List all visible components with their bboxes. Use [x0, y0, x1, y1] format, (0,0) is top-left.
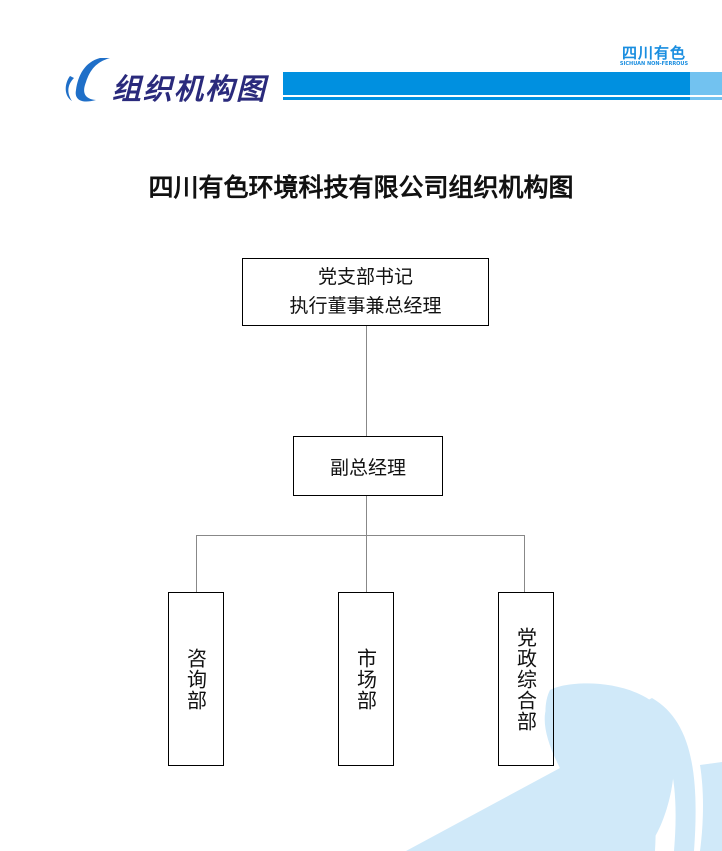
node-label: 市场部 — [353, 647, 378, 711]
connector-line — [366, 535, 368, 592]
connector-line — [366, 495, 368, 535]
header-bar-accent — [690, 72, 722, 95]
org-node-party-admin-dept: 党政综合部 — [498, 592, 554, 766]
page-title: 四川有色环境科技有限公司组织机构图 — [148, 173, 574, 202]
header-title: 组织机构图 — [112, 72, 268, 106]
connector-line — [196, 535, 198, 592]
brand-name: 四川有色 — [621, 44, 686, 62]
org-node-general-manager: 党支部书记 执行董事兼总经理 — [242, 258, 489, 326]
connector-line — [196, 535, 525, 537]
node-label: 咨询部 — [183, 647, 208, 711]
logo-icon — [65, 58, 110, 102]
org-node-consulting-dept: 咨询部 — [168, 592, 224, 766]
header-rule-accent — [690, 97, 722, 100]
org-node-marketing-dept: 市场部 — [338, 592, 394, 766]
node-label: 副总经理 — [329, 456, 406, 479]
connector-line — [524, 535, 526, 592]
connector-line — [366, 325, 368, 436]
org-node-deputy-manager: 副总经理 — [293, 436, 443, 496]
node-label: 执行董事兼总经理 — [289, 295, 442, 317]
header-rule — [283, 97, 690, 100]
brand-subtitle: SICHUAN NON-FERROUS — [619, 61, 689, 67]
node-label: 党政综合部 — [513, 626, 538, 732]
header-bar — [283, 72, 690, 95]
node-label: 党支部书记 — [317, 266, 413, 288]
